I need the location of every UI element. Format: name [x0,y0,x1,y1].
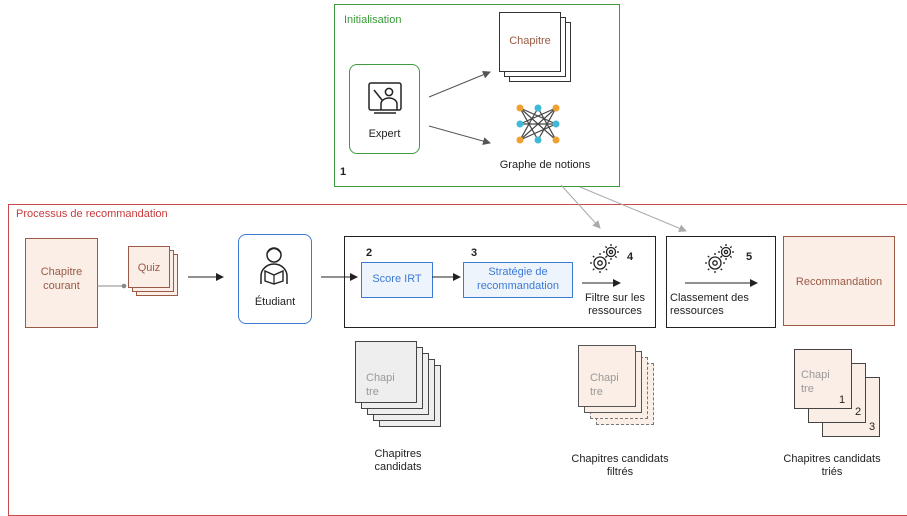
strategie-line1: Stratégie de [488,266,548,278]
expert-node [349,64,420,154]
step-4-number: 4 [627,251,634,263]
ranking-block [666,236,776,328]
step-5-number: 5 [746,251,753,263]
notion-graph-icon [516,104,560,144]
tries-card-front [794,349,852,409]
filtres-caption-2: filtrés [606,466,634,478]
candidats-card-text-2: tre [366,386,379,398]
initialisation-title: Initialisation [344,14,402,26]
classement-line2: ressources [670,305,724,317]
chapitre-courant-line2: courant [43,280,80,292]
filtres-card-text-1: Chapi [590,372,619,384]
recommandation-node [783,236,895,326]
candidats-caption-1: Chapitres [374,448,422,460]
chapitre-label: Chapitre [509,35,551,47]
tries-caption-2: triés [821,466,843,478]
candidats-card-text-1: Chapi [366,372,395,384]
arrow-graph-to-ranking [579,186,687,233]
step-3-number: 3 [471,247,478,259]
filtres-card-text-2: tre [590,386,603,398]
filtre-line2: ressources [588,305,642,317]
connector-dot [121,283,127,289]
recommandation-label: Recommandation [795,276,883,288]
step-2-number: 2 [366,247,373,259]
expert-label: Expert [368,128,401,140]
filtres-card-front [578,345,636,407]
filtres-caption-1: Chapitres candidats [571,453,669,465]
filtre-line1: Filtre sur les [585,292,645,304]
score-irt-node [361,262,433,298]
gears-icon-filter [590,244,619,273]
tries-caption-1: Chapitres candidats [783,453,881,465]
strategie-line2: recommandation [477,280,559,292]
teacher-board-icon [368,82,402,114]
quiz-label: Quiz [137,262,161,274]
candidats-caption-2: candidats [374,461,422,473]
arrow-graph-to-filter [560,184,601,229]
scoring-filter-block [344,236,656,328]
quiz-card-front [128,246,170,288]
classement-line1: Classement des [670,292,749,304]
rank-3-label: 3 [869,421,876,433]
tries-card-text-1: Chapi [801,369,830,381]
chapitre-card-front [499,12,561,72]
gears-icon-ranking [705,244,734,273]
recommendation-title: Processus de recommandation [16,208,168,220]
etudiant-label: Étudiant [254,296,296,308]
step-1-number: 1 [340,166,347,178]
chapitre-courant-line1: Chapitre [40,266,83,278]
candidats-card-front [355,341,417,403]
arrow-expert-to-graphe [428,125,491,145]
student-reading-icon [260,247,288,285]
arrow-expert-to-chapitre [428,70,491,98]
rank-2-label: 2 [855,406,862,418]
tries-card-text-2: tre [801,383,814,395]
graphe-label: Graphe de notions [499,159,591,171]
score-irt-label: Score IRT [372,273,422,285]
connector-layer [97,70,758,289]
rank-1-label: 1 [839,394,846,406]
chapitre-courant-node [25,238,98,328]
strategie-node [463,262,573,298]
